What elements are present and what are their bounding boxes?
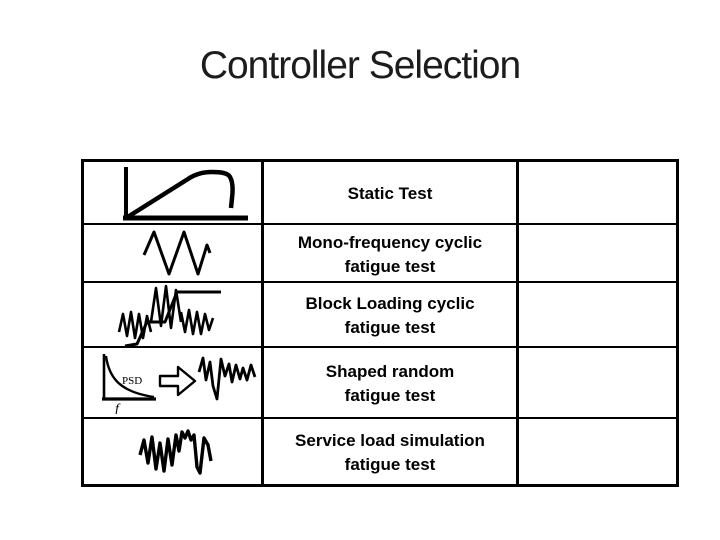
random-wave-icon: [137, 425, 217, 479]
page-title: Controller Selection: [199, 44, 521, 87]
test-label-line1: Mono-frequency cyclic: [297, 232, 483, 252]
right-block-arrow-icon: [158, 365, 196, 396]
test-label-line2: fatigue test: [344, 386, 436, 405]
table-row-3-empty-cell: [519, 283, 676, 348]
table-row-5-empty-cell: [519, 419, 676, 484]
block-loading-wave-icon: [117, 283, 237, 346]
table-row-2-label-cell: Mono-frequency cyclic fatigue test: [261, 225, 519, 283]
controller-selection-table: Static Test Mono-frequency cyclic fatigu…: [81, 159, 679, 487]
test-label-line2: fatigue test: [344, 256, 436, 276]
psd-to-random-wave-icon: PSD f: [96, 352, 258, 414]
table-row-4-icon-cell: PSD f: [84, 348, 261, 419]
table-row-4-label-cell: Shaped random fatigue test: [261, 348, 519, 419]
table-row-3-label-cell: Block Loading cyclic fatigue test: [261, 283, 519, 348]
test-label-line2: fatigue test: [344, 318, 436, 337]
table-row-1-empty-cell: [519, 162, 676, 225]
table-row-1-label-cell: Static Test: [261, 162, 519, 225]
test-label-line1: Shaped random: [325, 362, 455, 381]
test-label-line1: Service load simulation: [295, 431, 485, 450]
test-label-line1: Static Test: [347, 184, 433, 203]
frequency-axis-label: f: [115, 402, 121, 414]
sine-wave-icon: [141, 228, 213, 278]
psd-axis-label: PSD: [122, 375, 142, 387]
table-row-5-icon-cell: [84, 419, 261, 484]
table-row-4-empty-cell: [519, 348, 676, 419]
test-label-line1: Block Loading cyclic: [305, 294, 475, 313]
table-row-2-empty-cell: [519, 225, 676, 283]
table-row-3-icon-cell: [84, 283, 261, 348]
test-label-line2: fatigue test: [344, 455, 436, 474]
table-row-5-label-cell: Service load simulation fatigue test: [261, 419, 519, 484]
static-ramp-curve-icon: [102, 164, 252, 222]
table-row-2-icon-cell: [84, 225, 261, 283]
table-row-1-icon-cell: [84, 162, 261, 225]
